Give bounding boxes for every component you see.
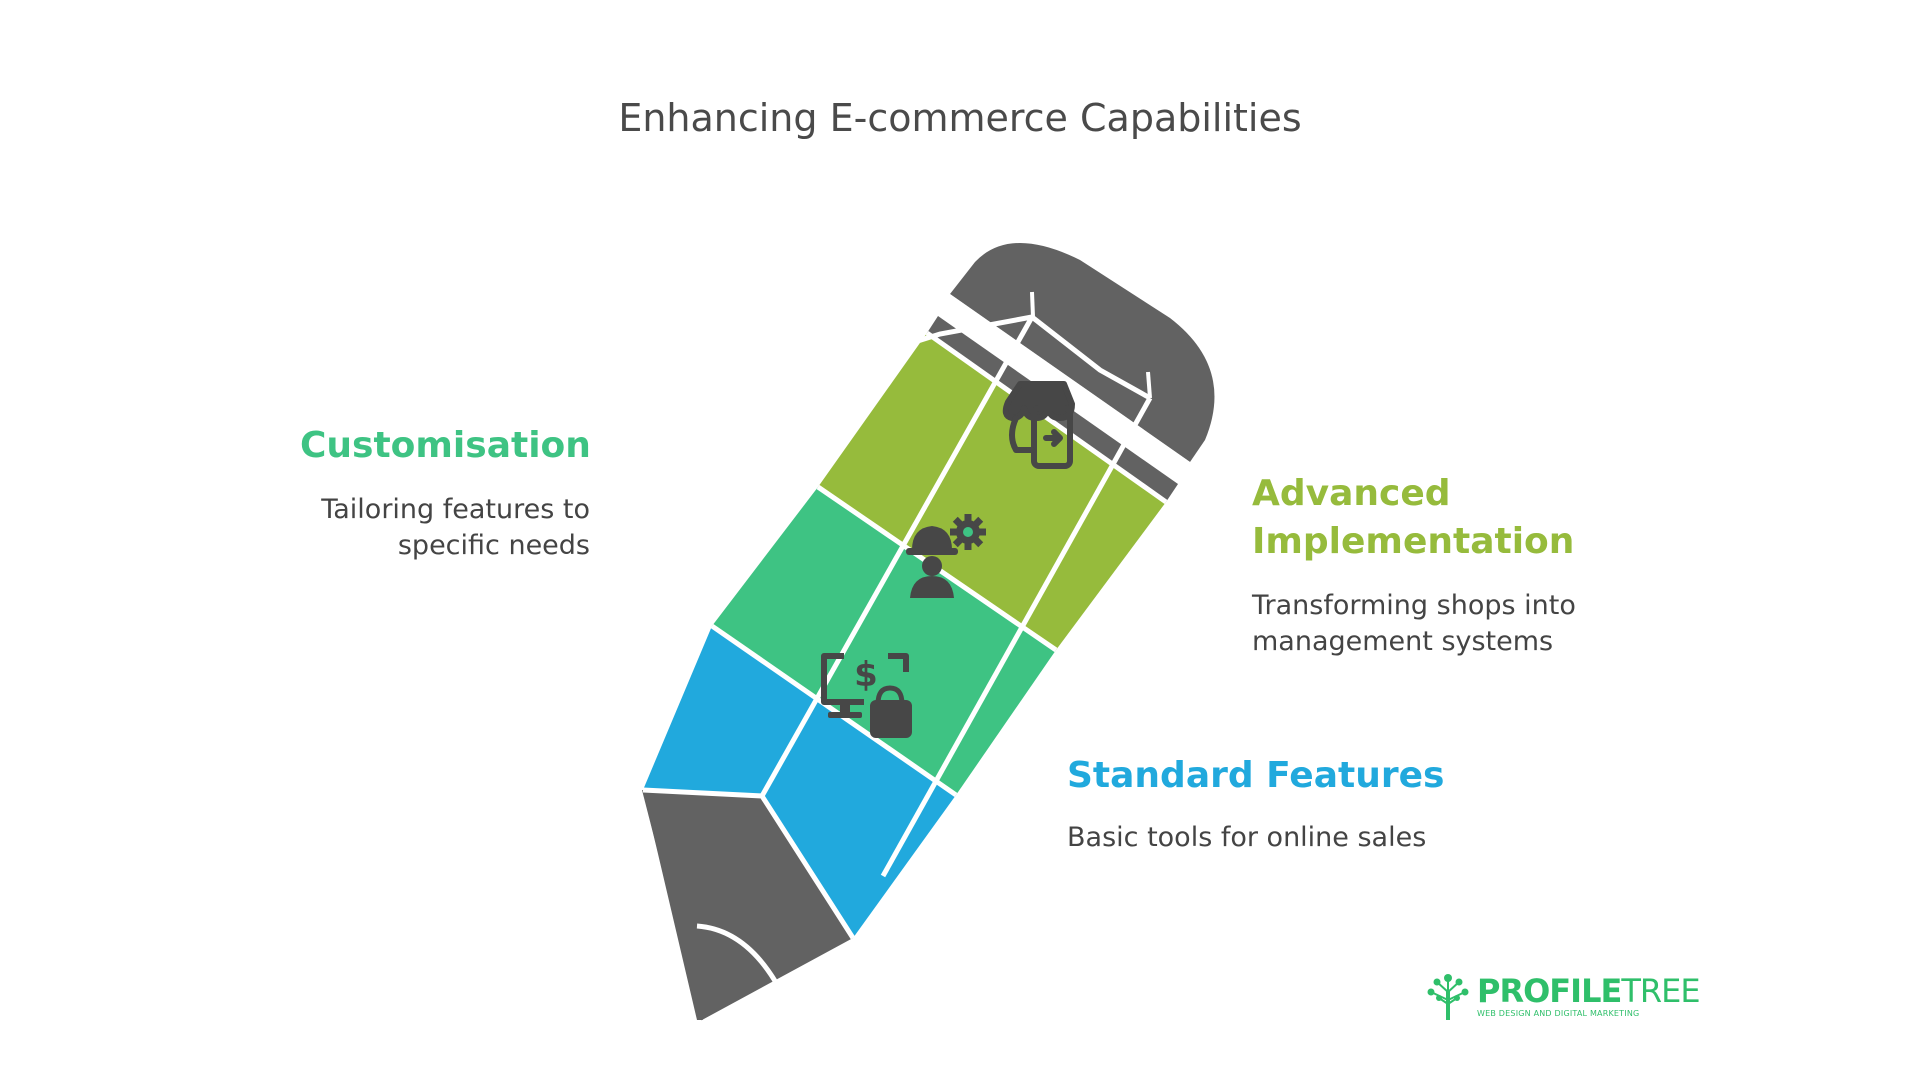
customisation-heading: Customisation [300, 425, 591, 466]
advanced-implementation-description: Transforming shops into management syste… [1252, 588, 1672, 660]
pencil-eraser [950, 242, 1215, 462]
advanced-heading-line-2: Implementation [1252, 521, 1575, 562]
advanced-implementation-heading: Advanced Implementation [1252, 470, 1672, 566]
pencil-tip [643, 790, 853, 1020]
advanced-description-line-2: management systems [1252, 626, 1554, 657]
tree-icon [1427, 974, 1469, 1020]
engineer-gear-icon [906, 514, 986, 598]
diagram-title: Enhancing E-commerce Capabilities [618, 96, 1302, 140]
customisation-description-line-2: specific needs [397, 530, 590, 561]
profiletree-logo: PROFILETREE WEB DESIGN AND DIGITAL MARKE… [1425, 970, 1701, 1022]
advanced-heading-line-1: Advanced [1252, 473, 1451, 514]
logo-name: PROFILETREE [1477, 971, 1701, 1010]
standard-features-heading: Standard Features [1067, 755, 1445, 796]
standard-features-description: Basic tools for online sales [1067, 820, 1487, 856]
standard-description-line-1: Basic tools for online sales [1067, 822, 1427, 853]
pencil-band-standard [643, 626, 956, 938]
pencil-band-advanced [818, 333, 1166, 650]
standard-features-label: Standard Features Basic tools for online… [1067, 752, 1487, 856]
customisation-label: Customisation Tailoring features to spec… [300, 422, 591, 564]
advanced-description-line-1: Transforming shops into [1252, 590, 1576, 621]
monitor-dollar-bag-icon: $ [821, 653, 912, 738]
logo-tagline: WEB DESIGN AND DIGITAL MARKETING [1477, 1008, 1640, 1018]
customisation-description-line-1: Tailoring features to [321, 494, 590, 525]
shop-phone-icon [1002, 381, 1075, 469]
svg-text:$: $ [854, 655, 878, 695]
advanced-implementation-label: Advanced Implementation Transforming sho… [1252, 470, 1672, 660]
customisation-description: Tailoring features to specific needs [300, 492, 590, 564]
